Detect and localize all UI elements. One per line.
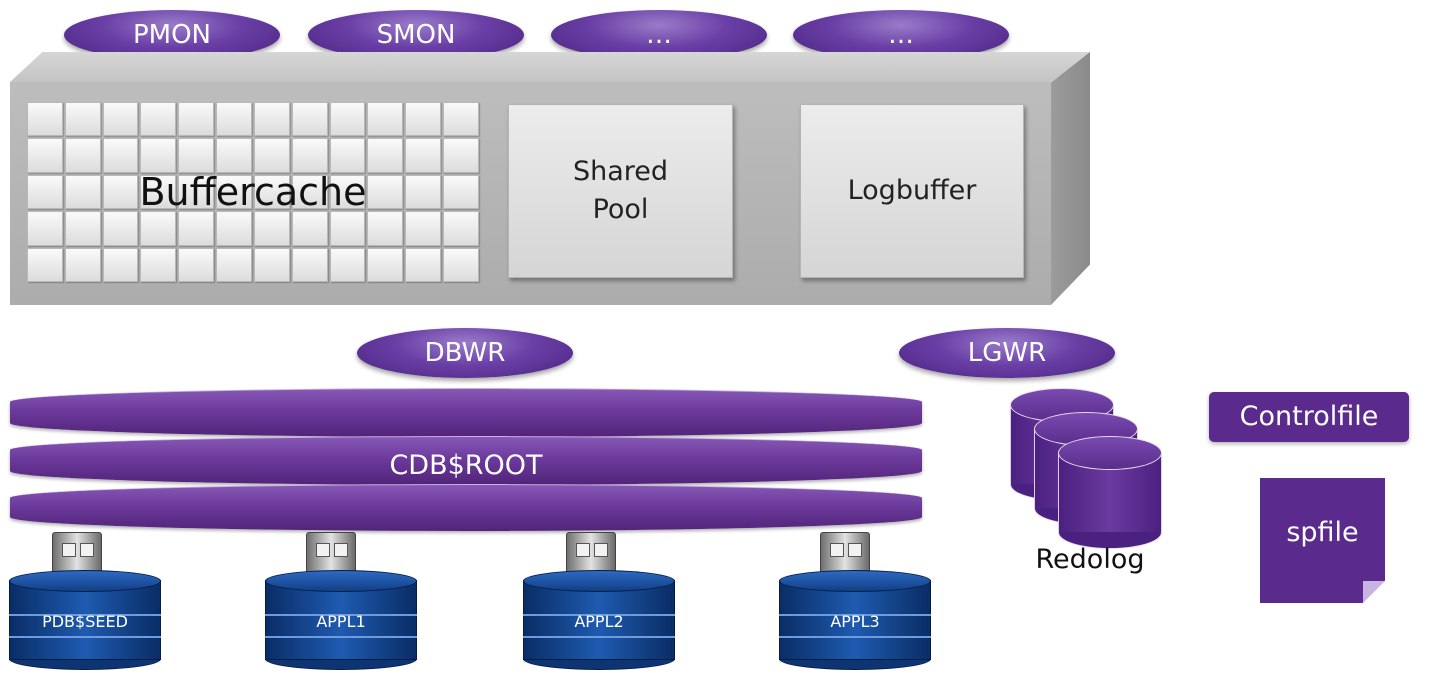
buffer-block [178,247,215,282]
buffer-block [102,102,139,137]
buffer-block [140,211,177,246]
buffer-block [367,211,404,246]
buffer-block [329,174,366,210]
buffer-block [178,211,215,246]
sga-side-face [1051,52,1090,305]
buffer-block [405,138,442,173]
buffer-block [291,174,328,210]
buffer-block [140,138,177,173]
buffer-block [405,174,442,210]
buffer-block [140,102,177,137]
buffer-block [102,138,139,173]
buffer-block [329,247,366,282]
controlfile: Controlfile [1209,392,1409,442]
buffer-block [291,247,328,282]
buffer-block [253,102,290,137]
buffer-block [216,102,252,137]
buffer-block [291,102,328,137]
buffer-block [329,211,366,246]
buffer-block [27,211,63,246]
sga-top-face [10,52,1090,82]
cdb-root-label: CDB$ROOT [389,450,543,481]
buffer-block [216,174,252,210]
smon-process: SMON [308,10,524,60]
buffer-block [443,247,479,282]
buffer-block [367,102,404,137]
buffer-block [64,102,101,137]
cdb-layer-2 [10,436,922,485]
connector-slot [62,543,76,557]
other-process-1: … [551,10,767,60]
buffer-block [216,138,252,173]
buffer-block [253,211,290,246]
connector-slot [80,543,94,557]
buffer-block [102,211,139,246]
buffer-block [329,102,366,137]
buffer-block [367,247,404,282]
pdb-label: APPL1 [316,612,366,631]
buffer-block [27,174,63,210]
buffer-block [216,211,252,246]
buffer-block [102,174,139,210]
spfile-fold-corner [1363,581,1385,603]
buffer-block [27,102,63,137]
buffer-block [64,211,101,246]
cdb-layer-3 [10,484,922,531]
connector-slot [316,543,330,557]
buffer-block [291,211,328,246]
pdb-label: APPL2 [574,612,624,631]
appl3-database: APPL3 [779,570,931,670]
buffercache-grid [27,102,479,282]
redolog-cylinder-3 [1058,436,1162,549]
buffer-block [367,138,404,173]
buffer-block [64,247,101,282]
appl1-database: APPL1 [265,570,417,670]
buffer-block [253,174,290,210]
buffer-block [64,174,101,210]
buffer-block [140,247,177,282]
buffer-block [253,247,290,282]
other-process-2: … [793,10,1009,60]
cdb-layer-1 [10,388,922,437]
buffer-block [216,247,252,282]
pmon-process: PMON [64,10,280,60]
buffer-block [405,247,442,282]
buffer-block [178,174,215,210]
buffer-block [443,174,479,210]
pdb-label: APPL3 [830,612,880,631]
buffercache-label: Buffercache [139,170,367,214]
connector-slot [848,543,862,557]
buffer-block [291,138,328,173]
buffer-block [140,174,177,210]
buffer-block [443,102,479,137]
pdb-seed-database: PDB$SEED [9,570,161,670]
connector-slot [334,543,348,557]
connector-slot [830,543,844,557]
buffer-block [178,102,215,137]
buffer-block [405,211,442,246]
buffer-block [27,247,63,282]
buffer-block [405,102,442,137]
dbwr-process: DBWR [357,328,573,378]
buffer-block [64,138,101,173]
connector-slot [576,543,590,557]
logbuffer: Logbuffer [800,104,1024,278]
buffer-block [102,247,139,282]
appl2-database: APPL2 [523,570,675,670]
connector-slot [594,543,608,557]
buffer-block [27,138,63,173]
buffer-block [443,138,479,173]
shared-pool: Shared Pool [508,104,733,278]
buffer-block [443,211,479,246]
pdb-label: PDB$SEED [42,612,128,631]
buffer-block [329,138,366,173]
redolog-label: Redolog [1035,544,1145,575]
lgwr-process: LGWR [899,328,1115,378]
buffer-block [367,174,404,210]
buffer-block [178,138,215,173]
buffer-block [253,138,290,173]
